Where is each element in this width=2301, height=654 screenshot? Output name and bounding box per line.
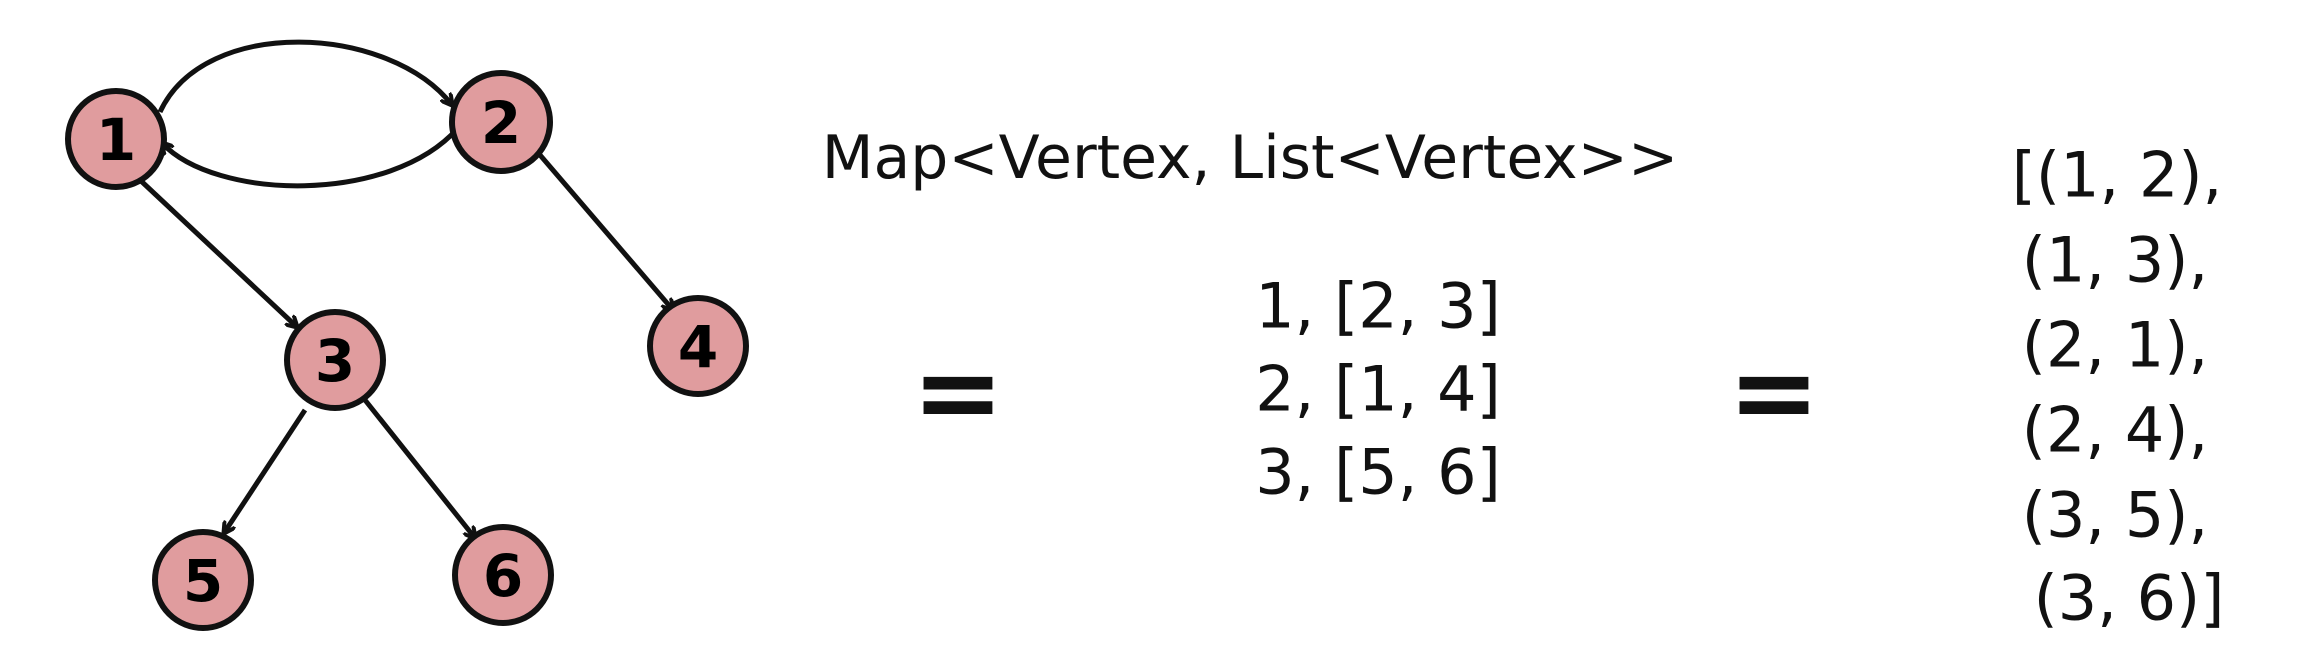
node-3-circle	[284, 309, 386, 411]
node-5-label: 5	[183, 547, 223, 615]
map-entry: 2, [1, 4]	[1255, 353, 1501, 426]
edge-list-item: (3, 5),	[2022, 479, 2208, 552]
edge-2-to-1	[162, 126, 460, 189]
edge-3-to-5	[224, 408, 308, 533]
equals-sign-left: =	[912, 328, 1004, 456]
map-type-label: Map<Vertex, List<Vertex>>	[822, 123, 1678, 193]
node-2-label: 2	[481, 89, 521, 157]
edge-list: [(1, 2), (1, 3), (2, 1), (2, 4), (3, 5),…	[2012, 139, 2225, 635]
node-1-label: 1	[96, 106, 136, 174]
node-4: 4	[647, 295, 749, 397]
node-2-circle	[449, 70, 553, 174]
edge-1-to-2	[157, 39, 452, 114]
edge-list-item: [(1, 2),	[2012, 139, 2223, 212]
node-3-label: 3	[315, 327, 355, 395]
edges	[138, 39, 673, 538]
map-entry: 3, [5, 6]	[1255, 436, 1501, 509]
edge-1-to-3	[138, 178, 297, 327]
adjacency-map: 1, [2, 3] 2, [1, 4] 3, [5, 6]	[1255, 270, 1501, 509]
edge-3-to-6	[363, 398, 475, 538]
node-4-label: 4	[678, 313, 718, 381]
node-5-circle	[152, 529, 254, 631]
equals-sign-right: =	[1728, 328, 1820, 456]
node-4-circle	[647, 295, 749, 397]
node-1: 1	[65, 88, 167, 190]
edge-list-item: (3, 6)]	[2034, 562, 2225, 635]
edge-list-item: (1, 3),	[2022, 224, 2208, 297]
node-6-label: 6	[483, 542, 523, 610]
edge-list-item: (2, 4),	[2022, 394, 2208, 467]
node-3: 3	[284, 309, 386, 411]
edge-2-to-4	[538, 153, 673, 310]
node-2: 2	[449, 70, 553, 174]
map-entry: 1, [2, 3]	[1255, 270, 1501, 343]
node-6: 6	[452, 524, 554, 626]
node-5: 5	[152, 529, 254, 631]
node-6-circle	[452, 524, 554, 626]
edge-list-item: (2, 1),	[2022, 309, 2208, 382]
node-1-circle	[65, 88, 167, 190]
